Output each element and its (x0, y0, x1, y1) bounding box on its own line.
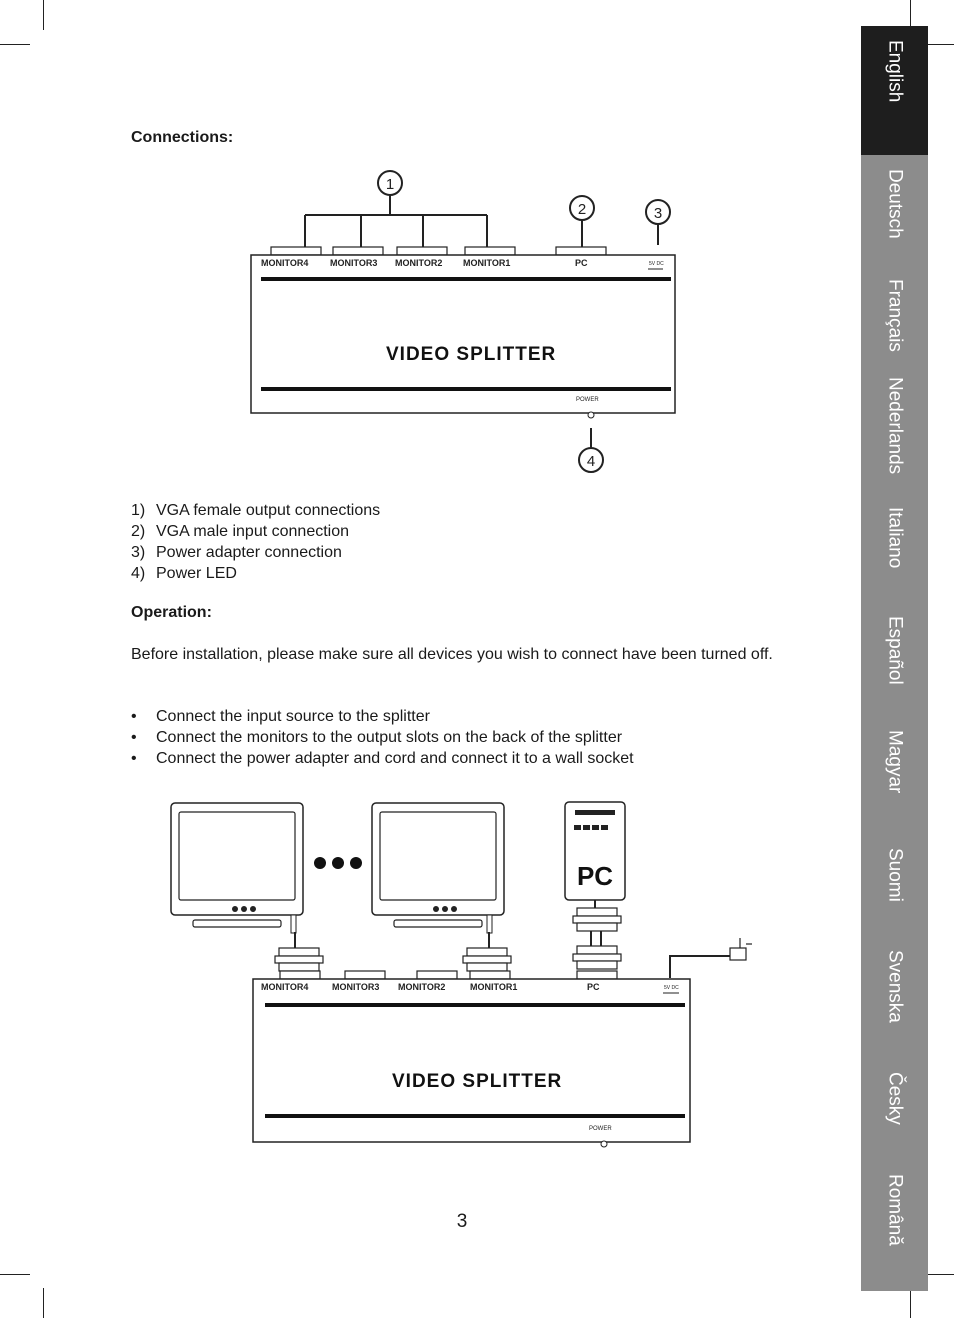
port-label-monitor2: MONITOR2 (395, 258, 442, 268)
list-item: • Connect the monitors to the output slot… (131, 727, 634, 748)
tab-suomi[interactable]: Suomi (884, 848, 906, 902)
power-label: POWER (589, 1126, 612, 1132)
bullet: • (131, 729, 137, 746)
crop-mark (43, 0, 44, 30)
list-item: 1) VGA female output connections (131, 500, 380, 521)
list-item: • Connect the input source to the splitte… (131, 706, 634, 727)
tab-francais[interactable]: Français (884, 279, 906, 352)
tab-svenska[interactable]: Svenska (884, 950, 906, 1023)
list-text: Connect the monitors to the output slots… (156, 729, 623, 746)
port-label-monitor2: MONITOR2 (398, 982, 445, 992)
tab-deutsch[interactable]: Deutsch (884, 169, 906, 239)
tab-english[interactable]: English (861, 26, 928, 155)
connections-list: 1) VGA female output connections 2) VGA ma… (131, 500, 380, 584)
list-item: • Connect the power adapter and cord and … (131, 748, 634, 769)
tab-espanol[interactable]: Español (884, 616, 906, 685)
operation-heading: Operation: (131, 604, 212, 621)
list-marker: 3) (131, 544, 146, 561)
tab-magyar[interactable]: Magyar (884, 730, 906, 794)
callout-1: 1 (386, 176, 394, 193)
list-text: VGA male input connection (156, 523, 350, 540)
power-label: POWER (576, 397, 599, 403)
callout-3: 3 (654, 205, 662, 222)
port-label-monitor3: MONITOR3 (332, 982, 379, 992)
tab-nederlands[interactable]: Nederlands (884, 377, 906, 475)
device-title: VIDEO SPLITTER (386, 344, 556, 365)
language-tab-bar: English Deutsch Français Nederlands Ital… (861, 26, 928, 1291)
list-text: Connect the input source to the splitter (156, 708, 430, 725)
crop-mark (910, 0, 911, 30)
tab-romana[interactable]: Română (884, 1174, 906, 1246)
bullet: • (131, 708, 137, 725)
crop-mark (924, 44, 954, 45)
tab-cesky[interactable]: Česky (884, 1072, 906, 1125)
port-label-monitor1: MONITOR1 (470, 982, 517, 992)
list-text: Power adapter connection (156, 544, 342, 561)
port-label-monitor4: MONITOR4 (261, 258, 308, 268)
list-item: 3) Power adapter connection (131, 542, 380, 563)
connections-heading: Connections: (131, 129, 234, 146)
callout-4: 4 (587, 453, 595, 470)
port-label-monitor1: MONITOR1 (463, 258, 510, 268)
monitor-icon (170, 802, 304, 934)
list-marker: 1) (131, 502, 146, 519)
pc-icon: PC (564, 801, 626, 901)
crop-mark (0, 44, 30, 45)
operation-steps: • Connect the input source to the splitte… (131, 706, 634, 769)
list-marker: 4) (131, 565, 146, 582)
list-item: 2) VGA male input connection (131, 521, 380, 542)
crop-mark (0, 1274, 30, 1275)
port-label-monitor4: MONITOR4 (261, 982, 308, 992)
list-item: 4) Power LED (131, 563, 380, 584)
crop-mark (43, 1288, 44, 1318)
splitter-connections-diagram: 1 2 3 MONITOR4 MONITOR3 MONITOR2 MONITOR… (250, 170, 676, 473)
port-label-monitor3: MONITOR3 (330, 258, 377, 268)
list-text: Connect the power adapter and cord and c… (156, 750, 634, 767)
dc-label: 5V DC (664, 985, 679, 991)
callout-2: 2 (578, 201, 586, 218)
pc-label: PC (577, 861, 613, 891)
list-text: Power LED (156, 565, 237, 582)
port-label-pc: PC (575, 258, 588, 268)
splitter-setup-diagram: PC MONITOR4 MONITOR3 MONITOR2 MONITOR1 P… (170, 801, 752, 1148)
device-title: VIDEO SPLITTER (392, 1071, 562, 1092)
operation-intro: Before installation, please make sure al… (131, 646, 773, 663)
dc-label: 5V DC (649, 261, 664, 267)
crop-mark (910, 1288, 911, 1318)
page-number: 3 (456, 1211, 468, 1232)
crop-mark (924, 1274, 954, 1275)
bullet: • (131, 750, 137, 767)
list-text: VGA female output connections (156, 502, 381, 519)
tab-italiano[interactable]: Italiano (884, 507, 906, 569)
list-marker: 2) (131, 523, 146, 540)
monitor-icon (371, 802, 505, 934)
port-label-pc: PC (587, 982, 600, 992)
